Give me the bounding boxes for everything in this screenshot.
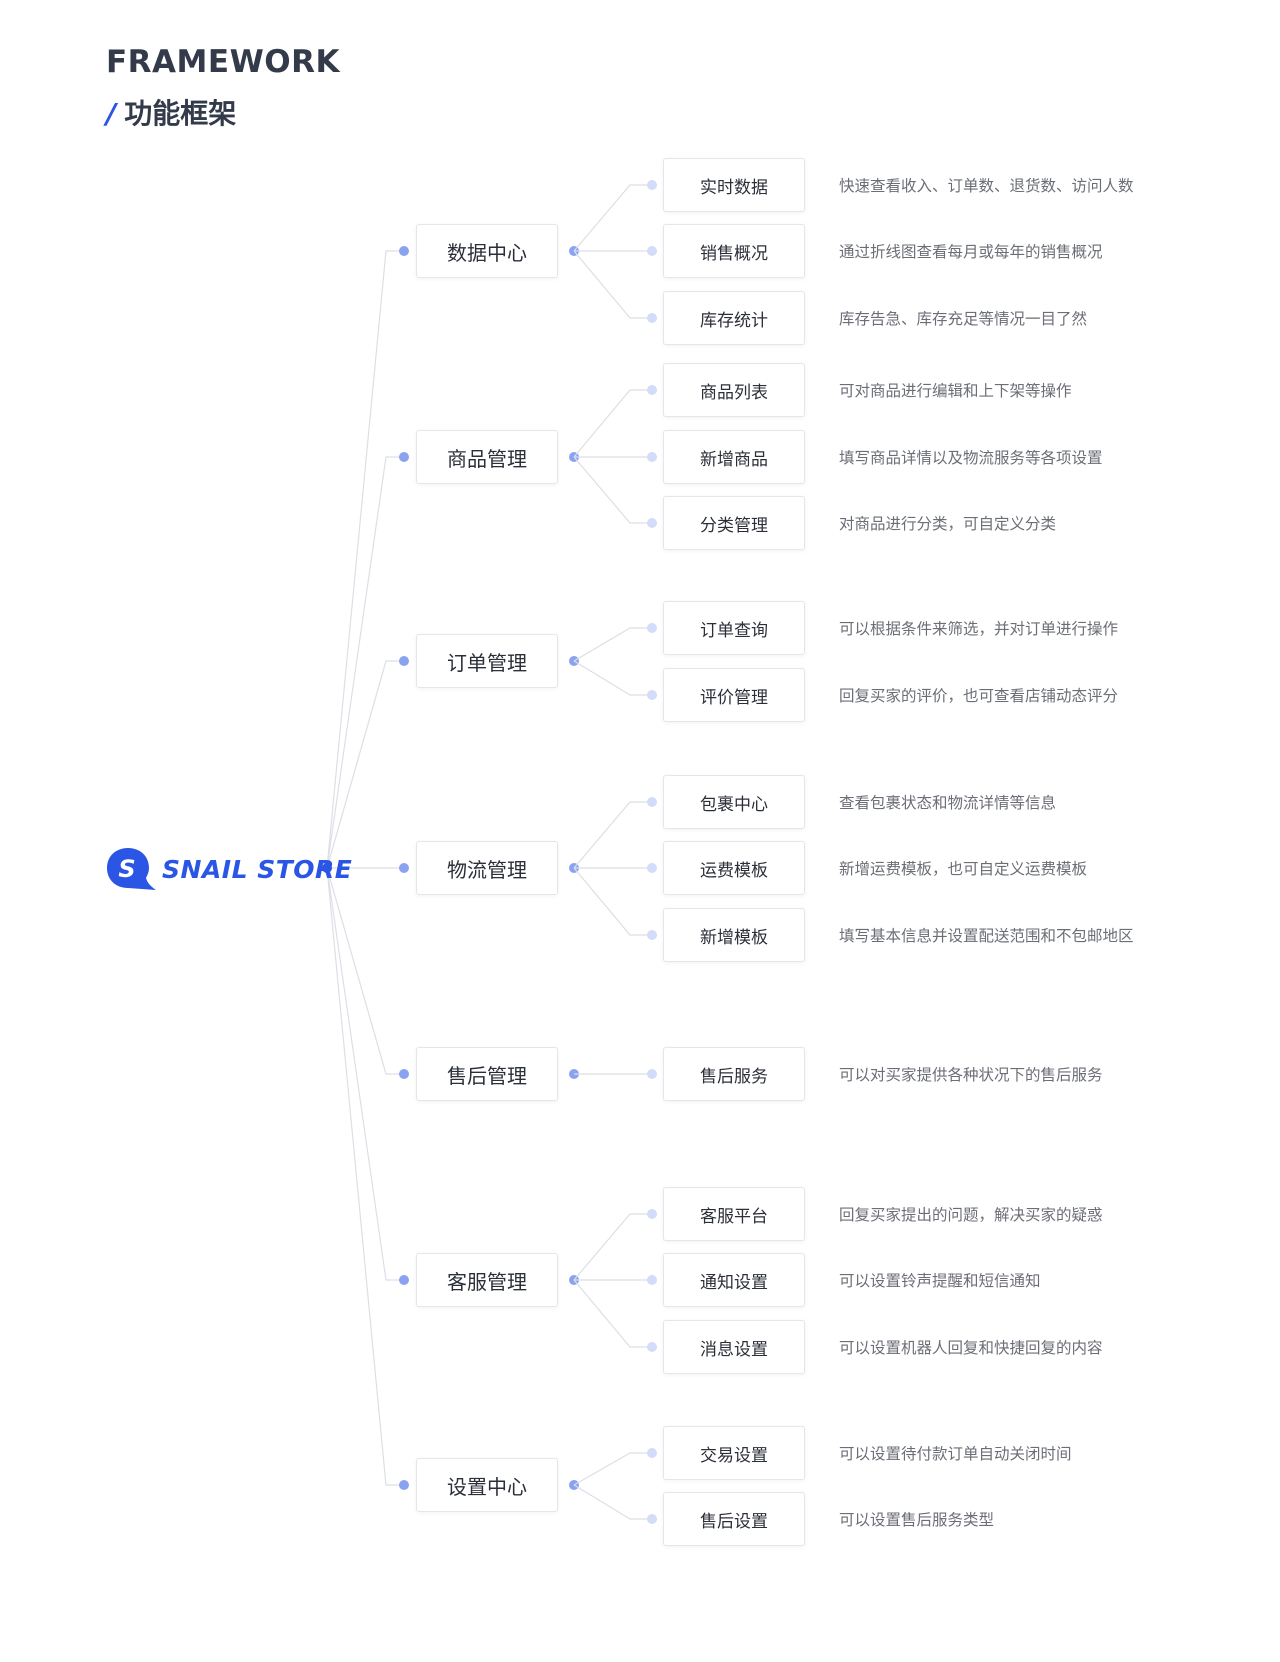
leaf-dot — [647, 1069, 657, 1079]
leaf-dot — [647, 1275, 657, 1285]
root-to-category-line — [326, 660, 404, 869]
category-node[interactable]: 数据中心 — [416, 224, 558, 278]
leaf-node[interactable]: 客服平台 — [663, 1187, 805, 1241]
category-to-leaf-line — [573, 660, 652, 696]
category-to-leaf-line — [573, 389, 652, 458]
root-to-category-line — [326, 867, 404, 1486]
leaf-description: 可对商品进行编辑和上下架等操作 — [839, 382, 1072, 400]
leaf-description: 可以对买家提供各种状况下的售后服务 — [839, 1066, 1103, 1084]
leaf-description: 可以设置机器人回复和快捷回复的内容 — [839, 1339, 1103, 1357]
category-in-dot — [399, 246, 409, 256]
leaf-node[interactable]: 销售概况 — [663, 224, 805, 278]
leaf-description: 可以根据条件来筛选，并对订单进行操作 — [839, 620, 1119, 638]
leaf-node[interactable]: 包裹中心 — [663, 775, 805, 829]
logo-letter: S — [118, 855, 135, 883]
leaf-description: 可以设置待付款订单自动关闭时间 — [839, 1445, 1072, 1463]
leaf-dot — [647, 452, 657, 462]
leaf-dot — [647, 246, 657, 256]
leaf-dot — [647, 180, 657, 190]
leaf-dot — [647, 1514, 657, 1524]
speech-bubble-logo-icon: S — [107, 848, 156, 890]
leaf-dot — [647, 385, 657, 395]
leaf-dot — [647, 623, 657, 633]
leaf-dot — [647, 797, 657, 807]
category-to-leaf-line — [573, 801, 652, 869]
leaf-node[interactable]: 新增商品 — [663, 430, 805, 484]
leaf-node[interactable]: 分类管理 — [663, 496, 805, 550]
category-in-dot — [399, 1480, 409, 1490]
category-to-leaf-line — [573, 1279, 652, 1348]
category-node[interactable]: 设置中心 — [416, 1458, 558, 1512]
leaf-dot — [647, 1342, 657, 1352]
category-in-dot — [399, 863, 409, 873]
leaf-node[interactable]: 消息设置 — [663, 1320, 805, 1374]
root-label: SNAIL STORE — [162, 855, 353, 884]
leaf-node[interactable]: 交易设置 — [663, 1426, 805, 1480]
root-to-category-line — [326, 250, 404, 869]
framework-subtitle-text: 功能框架 — [124, 97, 237, 130]
leaf-node[interactable]: 运费模板 — [663, 841, 805, 895]
category-node[interactable]: 商品管理 — [416, 430, 558, 484]
leaf-dot — [647, 690, 657, 700]
leaf-node[interactable]: 售后服务 — [663, 1047, 805, 1101]
leaf-description: 对商品进行分类，可自定义分类 — [839, 515, 1057, 533]
category-to-leaf-line — [573, 1213, 652, 1281]
category-to-leaf-line — [573, 184, 652, 252]
category-node[interactable]: 客服管理 — [416, 1253, 558, 1307]
root-to-category-line — [326, 867, 404, 1281]
category-to-leaf-line — [573, 456, 652, 524]
leaf-node[interactable]: 订单查询 — [663, 601, 805, 655]
category-node[interactable]: 物流管理 — [416, 841, 558, 895]
leaf-description: 库存告急、库存充足等情况一目了然 — [839, 310, 1088, 328]
category-node[interactable]: 订单管理 — [416, 634, 558, 688]
category-to-leaf-line — [573, 627, 652, 662]
framework-subtitle: /功能框架 — [106, 92, 236, 132]
leaf-description: 新增运费模板，也可自定义运费模板 — [839, 860, 1088, 878]
leaf-dot — [647, 1209, 657, 1219]
category-node[interactable]: 售后管理 — [416, 1047, 558, 1101]
category-in-dot — [399, 1275, 409, 1285]
leaf-description: 可以设置铃声提醒和短信通知 — [839, 1272, 1041, 1290]
leaf-dot — [647, 930, 657, 940]
leaf-description: 填写商品详情以及物流服务等各项设置 — [839, 449, 1103, 467]
leaf-node[interactable]: 评价管理 — [663, 668, 805, 722]
leaf-dot — [647, 313, 657, 323]
leaf-dot — [647, 863, 657, 873]
leaf-node[interactable]: 商品列表 — [663, 363, 805, 417]
root-to-category-line — [326, 867, 404, 1075]
leaf-node[interactable]: 新增模板 — [663, 908, 805, 962]
leaf-description: 可以设置售后服务类型 — [839, 1511, 995, 1529]
leaf-dot — [647, 518, 657, 528]
leaf-node[interactable]: 售后设置 — [663, 1492, 805, 1546]
root-dot — [322, 863, 332, 873]
leaf-node[interactable]: 通知设置 — [663, 1253, 805, 1307]
leaf-node[interactable]: 实时数据 — [663, 158, 805, 212]
category-to-leaf-line — [573, 250, 652, 319]
leaf-dot — [647, 1448, 657, 1458]
leaf-description: 通过折线图查看每月或每年的销售概况 — [839, 243, 1103, 261]
framework-title: FRAMEWORK — [106, 44, 341, 80]
root-to-category-line — [326, 456, 404, 869]
category-in-dot — [399, 452, 409, 462]
category-in-dot — [399, 656, 409, 666]
category-to-leaf-line — [573, 867, 652, 936]
leaf-description: 快速查看收入、订单数、退货数、访问人数 — [839, 177, 1134, 195]
leaf-description: 回复买家提出的问题，解决买家的疑惑 — [839, 1206, 1103, 1224]
title-slash: / — [106, 97, 117, 130]
category-to-leaf-line — [573, 1452, 652, 1486]
leaf-description: 填写基本信息并设置配送范围和不包邮地区 — [839, 927, 1134, 945]
category-to-leaf-line — [573, 1484, 652, 1520]
category-in-dot — [399, 1069, 409, 1079]
leaf-description: 查看包裹状态和物流详情等信息 — [839, 794, 1057, 812]
leaf-node[interactable]: 库存统计 — [663, 291, 805, 345]
leaf-description: 回复买家的评价，也可查看店铺动态评分 — [839, 687, 1119, 705]
